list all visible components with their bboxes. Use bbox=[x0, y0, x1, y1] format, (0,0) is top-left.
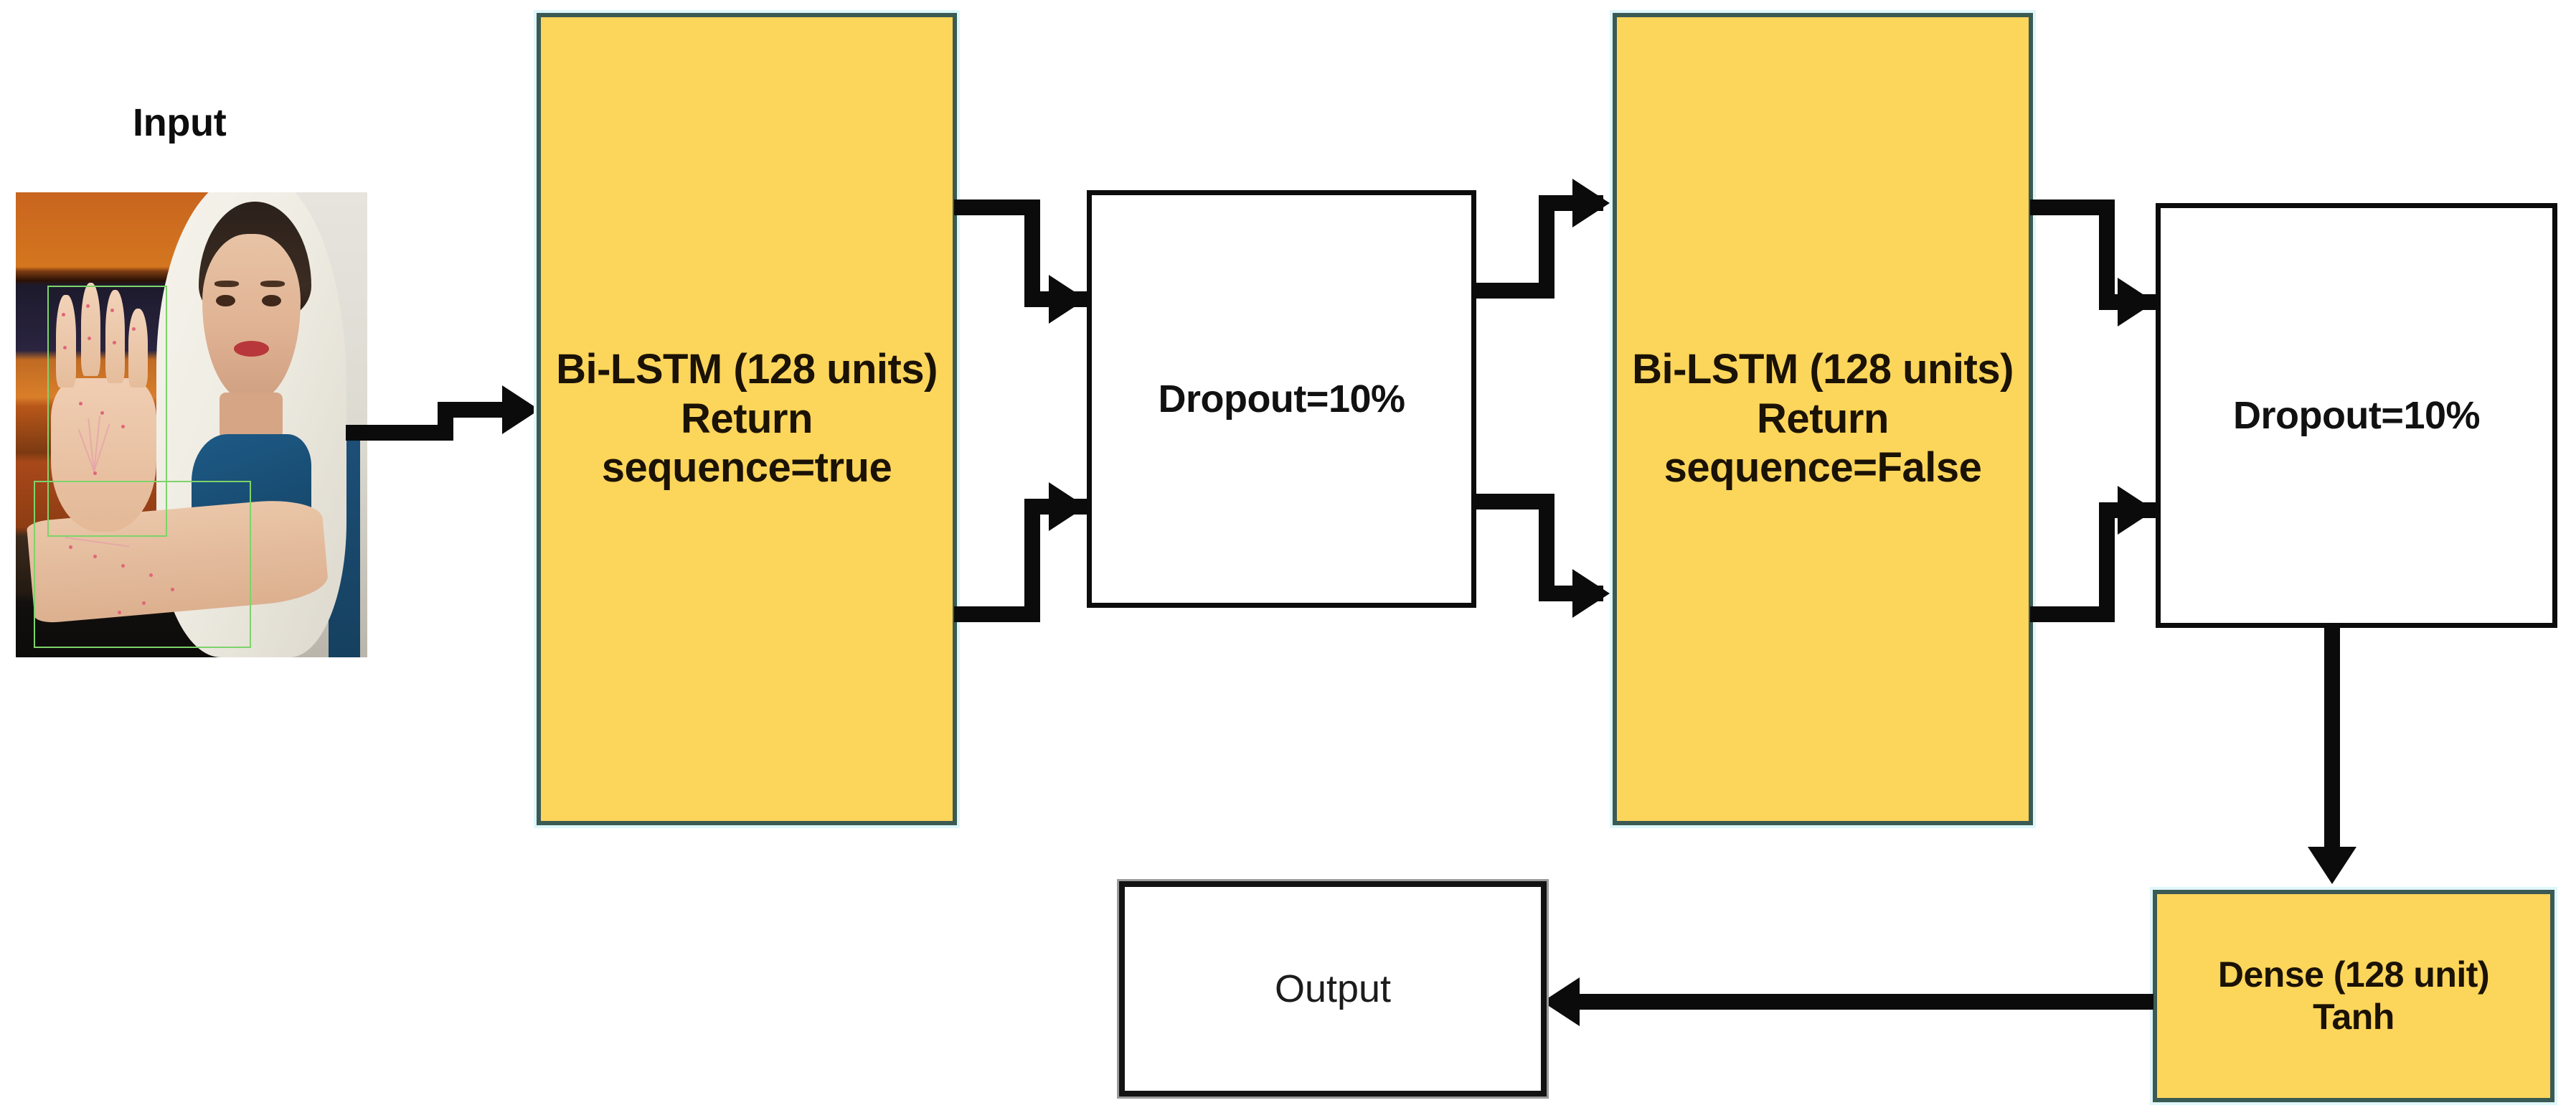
hand-landmark-point bbox=[93, 555, 97, 559]
layer-dropout-1-label: Dropout=10% bbox=[1158, 377, 1405, 421]
layer-dropout-2[interactable]: Dropout=10% bbox=[2156, 203, 2557, 628]
hand-landmark-point bbox=[68, 545, 72, 550]
edge-lstm2-dropout2-bottom-horizontal bbox=[2030, 606, 2115, 622]
edge-lstm2-dropout2-top-vertical bbox=[2099, 199, 2115, 310]
hand-landmark-point bbox=[121, 425, 125, 428]
arm-detection-bbox bbox=[33, 480, 252, 649]
edge-lstm2-dropout2-top-arrowhead bbox=[2118, 278, 2155, 327]
hand-landmark-point bbox=[170, 587, 174, 591]
edge-lstm1-dropout1-bottom-vertical bbox=[1024, 499, 1040, 622]
node-output-label: Output bbox=[1274, 967, 1392, 1010]
layer-bilstm-1[interactable]: Bi-LSTM (128 units) Return sequence=true bbox=[537, 13, 957, 825]
hand-landmark-point bbox=[121, 564, 125, 568]
edge-input-lstm1-arrowhead bbox=[502, 385, 539, 434]
hand-landmark-point bbox=[88, 336, 92, 340]
layer-dense[interactable]: Dense (128 unit) Tanh bbox=[2153, 890, 2554, 1102]
edge-lstm1-dropout1-top-arrowhead bbox=[1049, 275, 1086, 324]
edge-lstm2-dropout2-bottom-arrowhead bbox=[2118, 486, 2155, 535]
edge-dropout1-lstm2-bottom-vertical bbox=[1539, 494, 1554, 601]
photo-finger-1 bbox=[56, 294, 76, 388]
input-caption: Input bbox=[133, 101, 227, 144]
input-image bbox=[16, 192, 367, 657]
hand-landmark-point bbox=[112, 341, 116, 345]
layer-bilstm-2-label: Bi-LSTM (128 units) Return sequence=Fals… bbox=[1632, 346, 2014, 492]
edge-dropout1-lstm2-top-arrowhead bbox=[1572, 179, 1610, 227]
hand-landmark-point bbox=[79, 401, 83, 405]
edge-input-lstm1-segment-a bbox=[346, 425, 453, 441]
hand-landmark-point bbox=[149, 573, 154, 578]
photo-lips bbox=[233, 341, 269, 357]
hand-landmark-point bbox=[110, 309, 115, 312]
photo-eyebrow-left bbox=[214, 281, 240, 288]
edge-lstm1-dropout1-top-vertical bbox=[1024, 199, 1040, 307]
photo-face bbox=[202, 234, 301, 402]
photo-palm bbox=[51, 378, 156, 532]
edge-lstm1-dropout1-bottom-arrowhead bbox=[1049, 482, 1086, 531]
hand-landmark-point bbox=[100, 410, 104, 415]
edge-dropout1-lstm2-top-vertical bbox=[1539, 195, 1554, 299]
edge-dense-output-arrowhead bbox=[1542, 977, 1580, 1026]
photo-finger-2 bbox=[80, 283, 101, 376]
edge-input-lstm1-segment-c bbox=[438, 402, 516, 418]
edge-dropout2-dense-vertical bbox=[2324, 623, 2340, 853]
hand-landmark-point bbox=[86, 304, 90, 308]
layer-dense-label: Dense (128 unit) Tanh bbox=[2217, 954, 2490, 1037]
edge-dropout1-lstm2-top-horizontal bbox=[1474, 283, 1554, 299]
hand-landmark-point bbox=[61, 313, 65, 317]
photo-eyebrow-right bbox=[260, 281, 285, 288]
edge-dropout1-lstm2-bottom-horizontal bbox=[1474, 494, 1554, 509]
edge-lstm1-dropout1-top-horizontal bbox=[954, 199, 1040, 215]
edge-lstm2-dropout2-bottom-vertical bbox=[2099, 502, 2115, 622]
layer-bilstm-1-label: Bi-LSTM (128 units) Return sequence=true bbox=[556, 346, 938, 492]
edge-dense-output-horizontal bbox=[1580, 994, 2153, 1010]
hand-landmark-point bbox=[142, 601, 146, 606]
hand-landmark-point bbox=[63, 345, 67, 349]
photo-eye-left bbox=[216, 294, 236, 307]
edge-dropout1-lstm2-bottom-arrowhead bbox=[1572, 569, 1610, 618]
hand-landmark-point bbox=[131, 327, 136, 331]
edge-lstm1-dropout1-bottom-horizontal bbox=[954, 606, 1040, 622]
hand-detection-bbox bbox=[47, 285, 167, 537]
node-output[interactable]: Output bbox=[1119, 881, 1547, 1096]
photo-finger-3 bbox=[105, 290, 126, 383]
layer-bilstm-2[interactable]: Bi-LSTM (128 units) Return sequence=Fals… bbox=[1613, 13, 2033, 825]
edge-lstm2-dropout2-top-horizontal bbox=[2030, 199, 2115, 215]
layer-dropout-2-label: Dropout=10% bbox=[2232, 393, 2481, 437]
photo-eye-right bbox=[262, 294, 281, 307]
layer-dropout-1[interactable]: Dropout=10% bbox=[1087, 190, 1476, 608]
hand-landmark-point bbox=[118, 611, 122, 615]
hand-landmark-point bbox=[93, 471, 97, 475]
edge-dropout2-dense-arrowhead bbox=[2308, 847, 2356, 884]
photo-finger-4 bbox=[128, 309, 148, 388]
